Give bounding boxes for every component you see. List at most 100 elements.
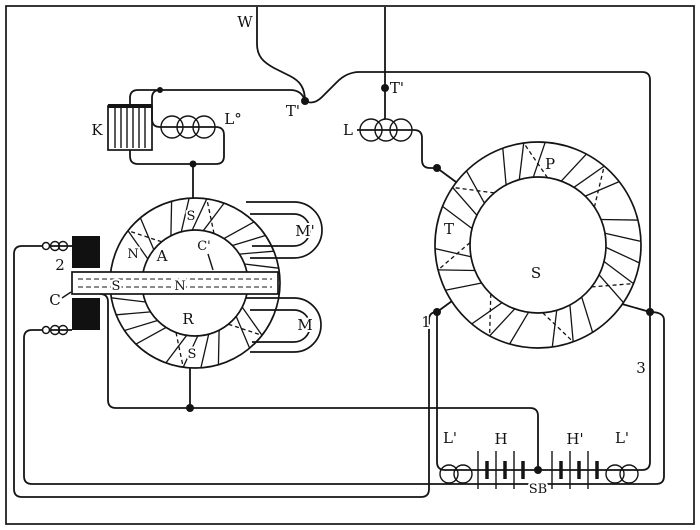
winding-return-hatch xyxy=(437,242,471,271)
winding-hatch xyxy=(111,297,146,303)
winding-hatch xyxy=(127,230,149,260)
winding-hatch xyxy=(235,316,251,349)
battery-h xyxy=(477,451,525,489)
battery-tap-wire xyxy=(99,293,539,470)
winding-hatch xyxy=(180,198,190,232)
coil-upper-right-lead xyxy=(193,126,225,165)
choke-coil-right xyxy=(605,464,639,484)
winding-hatch xyxy=(532,142,546,178)
label-magnet-upper: M' xyxy=(295,222,314,240)
junction-dot-3 xyxy=(646,308,654,316)
winding-hatch xyxy=(239,250,274,255)
choke-coil-left xyxy=(439,464,473,484)
label-transformer: T xyxy=(444,220,454,238)
lower-brush-return-wire xyxy=(23,311,665,485)
winding-hatch xyxy=(200,334,210,368)
label-armature: A xyxy=(156,247,168,265)
winding-hatch xyxy=(135,326,167,345)
winding-return-hatch xyxy=(591,282,634,288)
winding-hatch xyxy=(584,181,620,197)
lower-binding-post xyxy=(41,324,69,336)
secondary-lead-3 xyxy=(621,303,651,313)
winding-hatch xyxy=(605,246,640,264)
winding-hatch xyxy=(434,247,472,258)
winding-return-hatch xyxy=(542,312,574,343)
label-commutator: C' xyxy=(197,239,211,254)
label-condenser: K xyxy=(91,121,103,139)
label-coil-upper: L° xyxy=(224,110,241,128)
magnet-m xyxy=(246,297,322,353)
winding-hatch xyxy=(598,274,624,304)
winding-return-hatch xyxy=(228,323,263,336)
winding-hatch xyxy=(581,296,594,333)
label-secondary: S xyxy=(531,264,541,282)
winding-hatch xyxy=(471,302,503,325)
antenna-wire xyxy=(256,7,306,102)
inductor-l xyxy=(357,118,414,142)
winding-hatch xyxy=(223,221,255,240)
label-tap-right: T' xyxy=(390,79,404,97)
winding-hatch xyxy=(604,232,642,243)
c-label-leader xyxy=(61,291,72,299)
toroid-winding-hatch xyxy=(434,142,642,348)
winding-hatch xyxy=(116,311,151,316)
figure-border xyxy=(5,5,695,525)
winding-hatch xyxy=(452,186,478,216)
winding-hatch xyxy=(191,198,208,231)
armature-shaft xyxy=(71,271,279,295)
junction-dot-primary xyxy=(433,164,441,172)
winding-hatch xyxy=(509,311,530,345)
winding-hatch xyxy=(202,202,225,232)
coil-to-primary-wire xyxy=(413,129,437,169)
magnet-m-prime xyxy=(246,201,323,259)
label-choke-left: L' xyxy=(443,429,457,447)
winding-hatch xyxy=(573,165,605,188)
condenser-top-wire xyxy=(129,89,306,106)
winding-hatch xyxy=(603,260,634,285)
winding-hatch xyxy=(600,218,638,221)
winding-hatch xyxy=(124,319,158,332)
condenser-bottom-wire xyxy=(129,150,193,165)
winding-hatch xyxy=(569,304,574,342)
winding-hatch xyxy=(438,269,476,272)
label-coil-mid: L xyxy=(343,121,353,139)
label-terminal-1: 1 xyxy=(421,313,431,331)
toroid-transformer xyxy=(434,141,642,349)
winding-hatch xyxy=(244,263,279,269)
winding-hatch xyxy=(232,234,266,247)
main-loop-wire xyxy=(304,71,651,471)
winding-hatch xyxy=(170,201,173,236)
label-magnet-lower: M xyxy=(297,316,312,334)
winding-return-hatch xyxy=(452,186,495,194)
winding-hatch xyxy=(241,306,263,336)
condenser-k xyxy=(107,104,153,151)
winding-return-hatch xyxy=(488,293,492,336)
winding-return-hatch xyxy=(523,142,549,179)
label-bar-pole-n: N xyxy=(174,279,185,294)
winding-hatch xyxy=(465,170,485,204)
label-ring-pole-left: N xyxy=(127,247,138,262)
label-battery-left: H xyxy=(494,430,507,448)
junction-dot-ring-return xyxy=(186,404,194,412)
coil-upper-left-lead xyxy=(151,89,161,128)
label-storage-battery: SB xyxy=(529,482,547,497)
label-tap-left: T' xyxy=(286,102,300,120)
winding-return-hatch xyxy=(175,332,184,368)
lower-brush-block xyxy=(72,298,100,330)
label-ring-pole-bottom: S xyxy=(188,347,197,362)
label-brush-center: C xyxy=(49,291,60,309)
winding-hatch xyxy=(165,334,188,364)
label-brush-upper: 2 xyxy=(55,256,65,274)
label-ring: R xyxy=(182,310,194,328)
battery-h-prime xyxy=(551,451,599,489)
label-ring-pole-top: S xyxy=(187,209,196,224)
label-primary: P xyxy=(545,155,555,173)
upper-brush-block xyxy=(72,236,100,268)
commutator-leader xyxy=(207,253,214,271)
junction-dot-sb xyxy=(534,466,542,474)
junction-dot-tprime-left xyxy=(301,97,309,105)
label-battery-right: H' xyxy=(566,430,583,448)
label-antenna: W xyxy=(237,13,253,31)
label-choke-right: L' xyxy=(615,429,629,447)
winding-hatch xyxy=(518,142,525,180)
